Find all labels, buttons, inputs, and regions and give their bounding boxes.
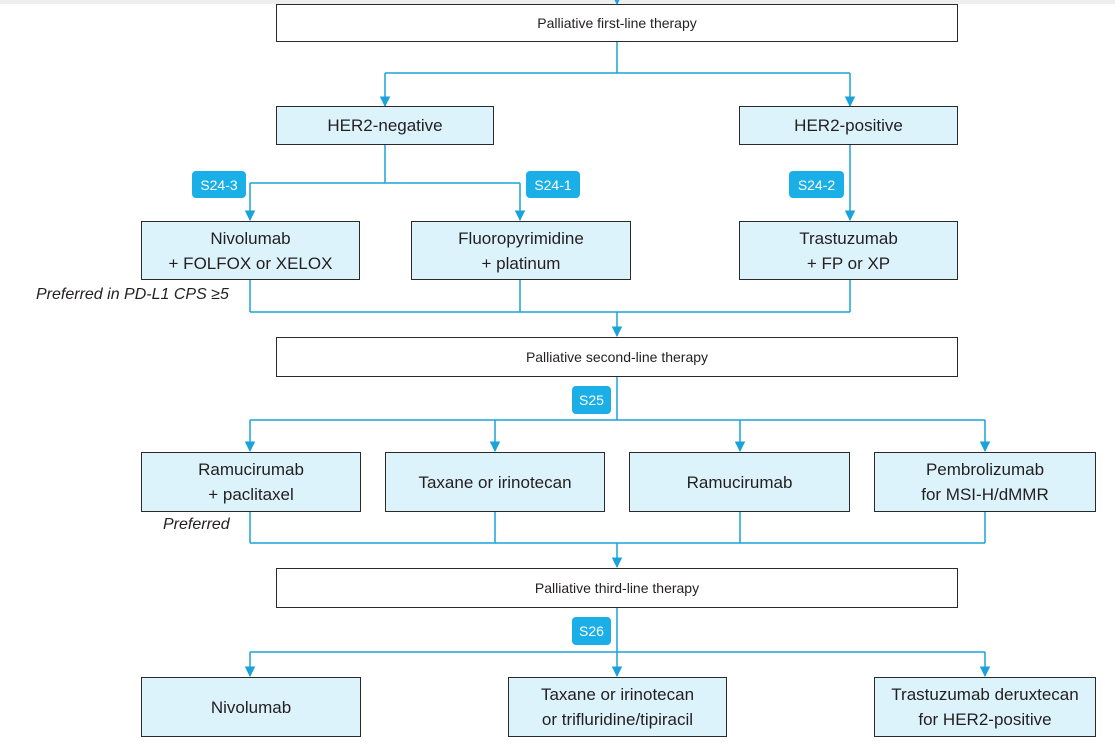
ramucirumab-paclitaxel-line-2: + paclitaxel (208, 485, 294, 504)
her2-negative-box: HER2-negative (276, 106, 494, 145)
nivolumab-folfox-line-1: Nivolumab (210, 228, 291, 248)
her2-positive-label: HER2-positive (794, 116, 903, 135)
pembrolizumab-line-2: for MSI-H/dMMR (921, 485, 1049, 504)
trastuzumab-deruxtecan-box: Trastuzumab deruxtecan for HER2-positive (874, 677, 1096, 737)
second-line-therapy-box: Palliative second-line therapy (276, 337, 958, 377)
taxane-irinotecan-line-1: Taxane or irinotecan (418, 472, 572, 492)
tag-s25: S25 (572, 386, 611, 414)
nivolumab-folfox-box: Nivolumab + FOLFOX or XELOX (141, 221, 360, 280)
fluoropyrimidine-line-2: + platinum (481, 253, 561, 273)
top-divider (0, 0, 1115, 4)
third-line-therapy-box: Palliative third-line therapy (276, 568, 958, 608)
taxane-irinotecan-box: Taxane or irinotecan (385, 452, 605, 512)
trastuzumab-fp-xp-box: Trastuzumab + FP or XP (739, 221, 958, 280)
ramucirumab-paclitaxel-box: Ramucirumab + paclitaxel (141, 452, 361, 512)
tag-s24-3: S24-3 (192, 171, 246, 198)
second-line-therapy-label: Palliative second-line therapy (525, 348, 709, 365)
preferred-note: Preferred (163, 516, 230, 533)
trastuzumab-deruxtecan-line-1: Trastuzumab deruxtecan (891, 685, 1079, 704)
preferred-pdl1-note: Preferred in PD-L1 CPS ≥5 (36, 286, 229, 303)
her2-negative-label: HER2-negative (327, 116, 443, 135)
ramucirumab-paclitaxel-line-1: Ramucirumab (198, 460, 304, 479)
first-line-therapy-label: Palliative first-line therapy (537, 14, 697, 31)
first-line-therapy-box: Palliative first-line therapy (276, 4, 958, 42)
tag-s26: S26 (572, 617, 611, 645)
her2-positive-box: HER2-positive (739, 106, 958, 145)
nivolumab-folfox-line-2: + FOLFOX or XELOX (168, 253, 333, 273)
nivolumab-box: Nivolumab (141, 677, 361, 737)
ramucirumab-line-1: Ramucirumab (686, 472, 793, 492)
trastuzumab-deruxtecan-line-2: for HER2-positive (918, 710, 1052, 729)
trastuzumab-line-1: Trastuzumab (799, 228, 898, 248)
tag-s24-2: S24-2 (789, 171, 844, 198)
fluoropyrimidine-platinum-box: Fluoropyrimidine + platinum (411, 221, 631, 280)
pembrolizumab-box: Pembrolizumab for MSI-H/dMMR (874, 452, 1096, 512)
taxane-trifluridine-line-2: or trifluridine/tipiracil (541, 710, 694, 729)
nivolumab-line-1: Nivolumab (210, 697, 292, 717)
ramucirumab-box: Ramucirumab (629, 452, 850, 512)
fluoropyrimidine-line-1: Fluoropyrimidine (458, 228, 584, 248)
third-line-therapy-label: Palliative third-line therapy (534, 579, 700, 596)
taxane-trifluridine-line-1: Taxane or irinotecan (540, 685, 695, 704)
pembrolizumab-line-1: Pembrolizumab (925, 460, 1045, 479)
trastuzumab-line-2: + FP or XP (806, 253, 891, 273)
taxane-trifluridine-box: Taxane or irinotecan or trifluridine/tip… (508, 677, 727, 737)
tag-s24-1: S24-1 (526, 171, 580, 198)
